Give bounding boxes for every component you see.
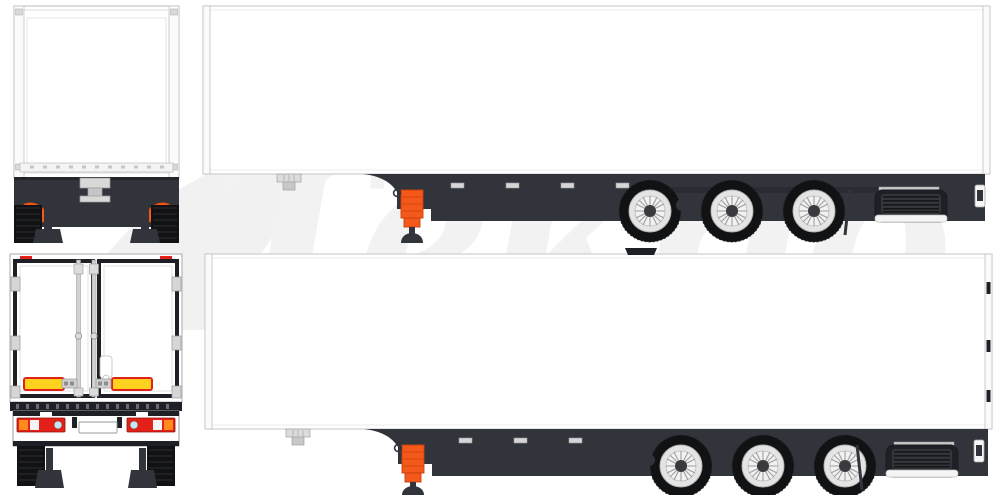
rear-roof-marker-right — [160, 256, 172, 260]
side-left-bogie-top — [632, 187, 915, 193]
rear-door-handle-right — [95, 378, 112, 389]
side-right-rear-pillar — [984, 253, 993, 430]
front-mudflap-left — [33, 209, 63, 243]
front-bottom-rail — [19, 162, 174, 173]
side-left-wheel-1 — [618, 179, 682, 243]
rear-reflector-right — [111, 377, 153, 391]
side-left-rear-marker-lamp — [974, 184, 986, 208]
rear-door-handle-left — [61, 378, 78, 389]
side-right-kingpin — [285, 428, 311, 446]
rear-sensor-right — [117, 417, 122, 428]
side-right-mud-strap — [855, 444, 864, 491]
front-mudflap-right — [130, 209, 160, 243]
side-right-wheel-3 — [649, 434, 713, 495]
side-left-kingpin — [276, 173, 302, 191]
side-view-right — [195, 248, 1000, 495]
rear-locking-rod-left — [73, 259, 84, 398]
side-right-landing-gear — [393, 443, 425, 495]
rear-taillight-right — [126, 417, 176, 433]
side-right-rear-step — [885, 441, 959, 478]
side-left-wheel-3 — [782, 179, 846, 243]
front-view — [0, 0, 195, 245]
rear-reflector-left — [23, 377, 65, 391]
side-right-wheel-1 — [813, 434, 877, 495]
side-right-box-body — [204, 253, 993, 430]
side-left-rear-pillar — [982, 5, 991, 175]
side-view-left — [195, 0, 1000, 245]
rear-door-left — [13, 259, 95, 398]
rear-roof-marker-left — [20, 256, 32, 260]
side-left-front-pillar — [202, 5, 211, 175]
rear-mudflap-left — [35, 448, 64, 488]
side-right-roof-marker — [625, 248, 657, 255]
side-left-wheel-2 — [700, 179, 764, 243]
front-corner-pillar-right — [168, 5, 180, 179]
front-kingpin-plate — [79, 177, 111, 203]
front-box-body — [13, 5, 180, 179]
side-right-air-tank — [643, 454, 655, 466]
side-left-box-body — [202, 5, 991, 175]
side-right-skirt-tabs — [458, 437, 583, 444]
rear-door-vent — [99, 355, 113, 382]
side-right-front-pillar — [204, 253, 213, 430]
rear-view — [0, 248, 195, 495]
rear-locking-rod-right — [89, 259, 99, 398]
side-left-rear-step — [874, 186, 948, 223]
front-corner-pillar-left — [13, 5, 25, 179]
rear-taillight-left — [16, 417, 66, 433]
rear-door-hinges — [10, 276, 182, 399]
rear-sensor-left — [72, 417, 77, 428]
side-right-wheel-2 — [731, 434, 795, 495]
side-left-air-tank — [676, 199, 688, 211]
side-left-landing-gear — [392, 188, 424, 243]
side-left-skirt-tabs — [450, 182, 630, 189]
side-left-mud-strap — [843, 189, 852, 236]
rear-license-plate — [78, 421, 118, 434]
rear-mudflap-right — [128, 448, 157, 488]
rear-seal-strip — [10, 402, 182, 411]
side-right-rear-marker-lamp — [973, 439, 985, 463]
